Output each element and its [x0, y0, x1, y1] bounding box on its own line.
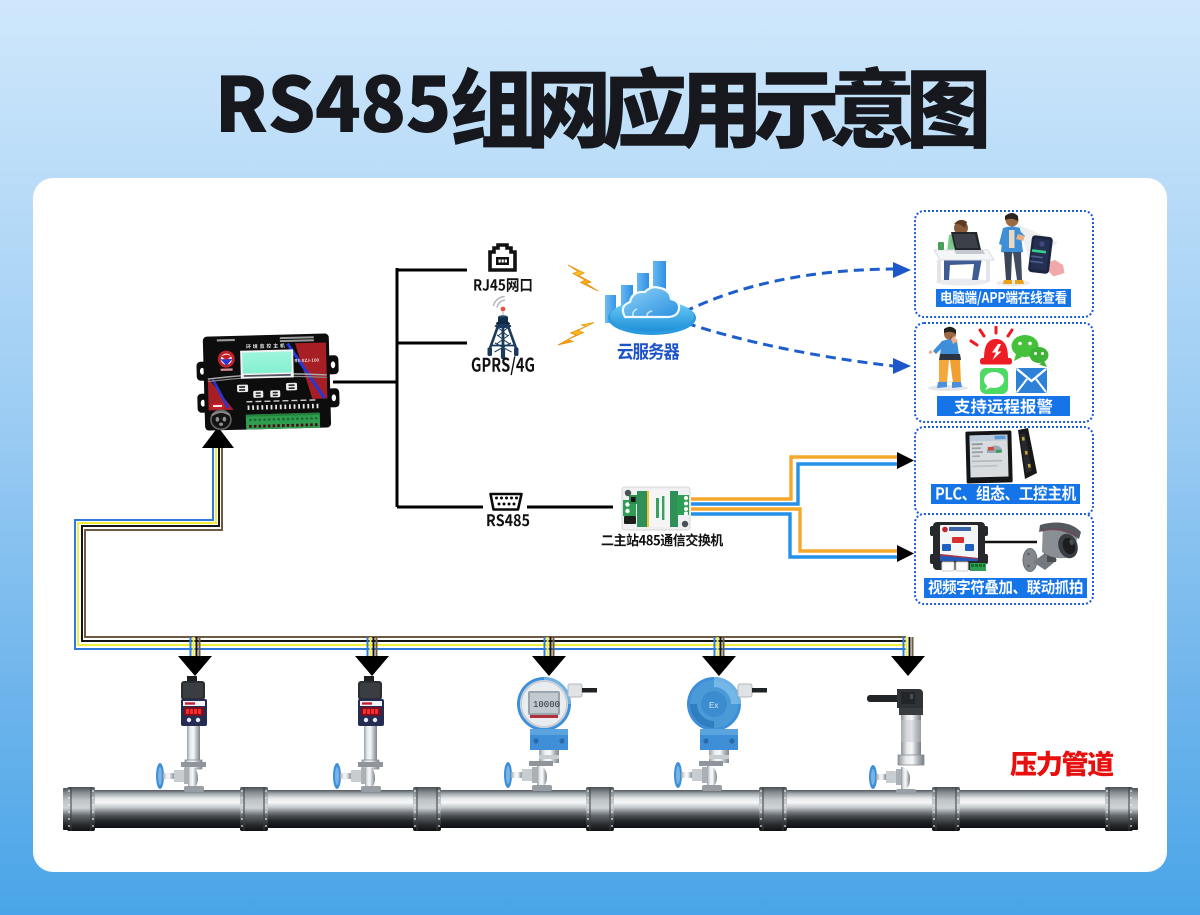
svg-text:Ex: Ex [709, 701, 718, 710]
svg-text:10000: 10000 [533, 700, 560, 710]
